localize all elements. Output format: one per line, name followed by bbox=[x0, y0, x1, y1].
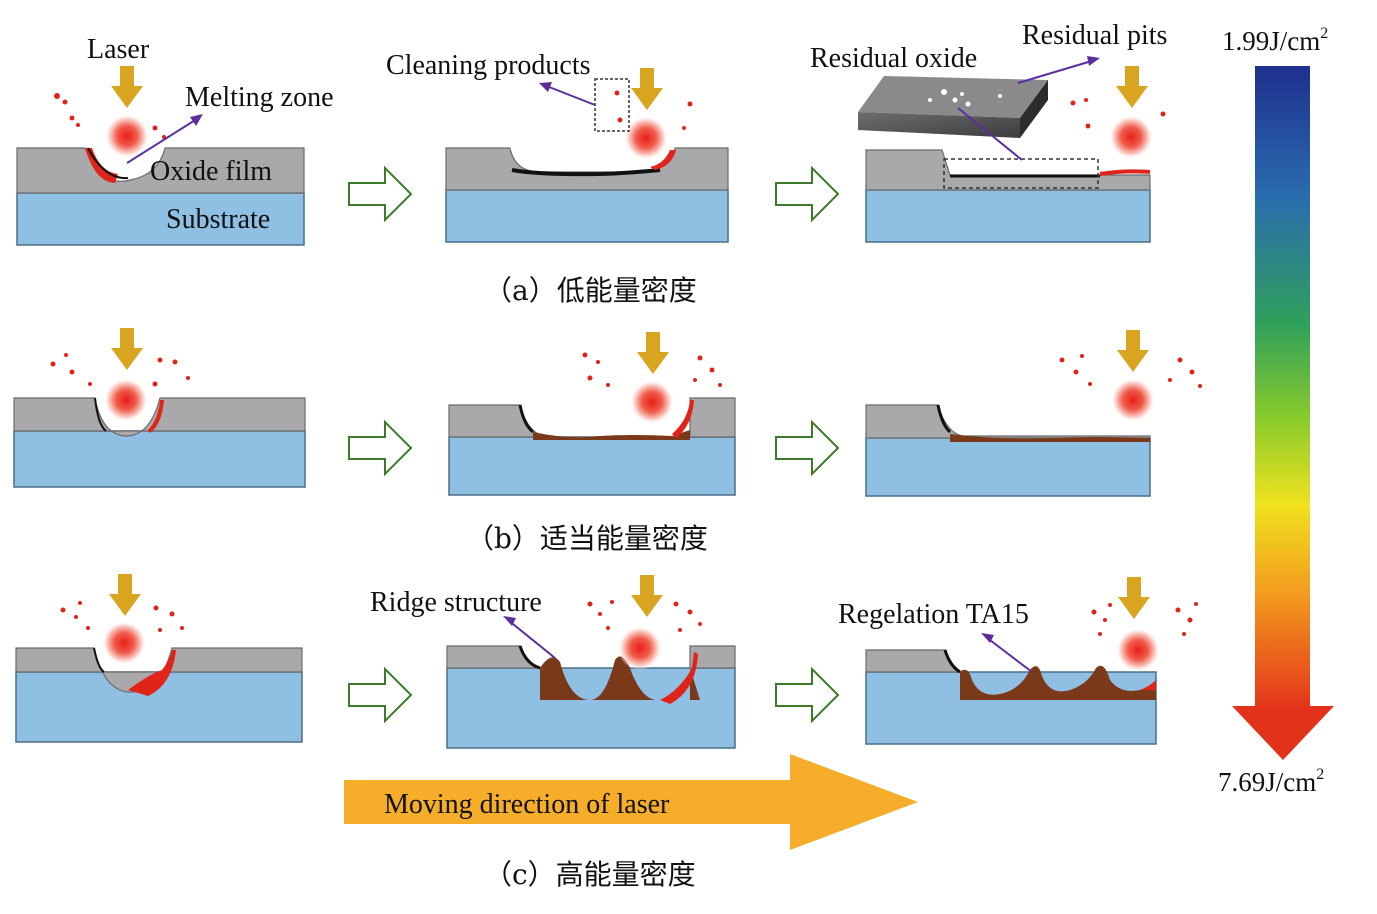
panel-b3 bbox=[865, 330, 1202, 497]
step-arrow-icon bbox=[348, 419, 413, 477]
label-laser: Laser bbox=[87, 34, 150, 65]
panel-b1 bbox=[13, 328, 306, 488]
laser-arrow-icon bbox=[631, 575, 663, 617]
caption-b: （b）适当能量密度 bbox=[466, 522, 708, 555]
panel-b2 bbox=[448, 332, 736, 496]
label-residual-oxide: Residual oxide bbox=[810, 43, 977, 74]
caption-c: （c）高能量密度 bbox=[484, 858, 696, 891]
pointer-melting bbox=[126, 116, 201, 164]
laser-arrow-icon bbox=[1116, 66, 1148, 108]
label-ridge-structure: Ridge structure bbox=[370, 587, 542, 618]
energy-density-scale: 1.99J/cm2 7.69J/cm2 bbox=[1218, 25, 1334, 797]
label-oxide-film: Oxide film bbox=[150, 156, 272, 187]
laser-arrow-icon bbox=[1118, 577, 1150, 619]
step-arrow-icon bbox=[775, 419, 840, 477]
label-regelation: Regelation TA15 bbox=[838, 599, 1029, 630]
laser-arrow-icon bbox=[109, 574, 141, 616]
laser-arrow-icon bbox=[637, 332, 669, 374]
laser-spot bbox=[105, 114, 149, 158]
spatter-particles bbox=[54, 93, 166, 139]
step-arrow-icon bbox=[775, 165, 840, 223]
laser-arrow-icon bbox=[631, 68, 663, 110]
panel-c3: Regelation TA15 bbox=[838, 577, 1198, 745]
scale-bottom-label: 7.69J/cm2 bbox=[1218, 766, 1324, 797]
panel-a1: Laser Melting zone Oxide film Substrate bbox=[16, 34, 334, 246]
step-arrow-icon bbox=[775, 666, 840, 724]
step-arrow-icon bbox=[348, 666, 413, 724]
label-moving-direction: Moving direction of laser bbox=[384, 789, 670, 820]
cleaning-box bbox=[594, 78, 630, 132]
caption-a: （a）低能量密度 bbox=[484, 274, 697, 307]
scale-bar bbox=[1255, 66, 1310, 711]
moving-direction-arrow: Moving direction of laser bbox=[344, 754, 918, 850]
laser-arrow-icon bbox=[1117, 330, 1149, 372]
label-melting-zone: Melting zone bbox=[185, 82, 334, 113]
substrate-layer bbox=[16, 192, 305, 246]
laser-arrow-icon bbox=[111, 328, 143, 370]
scale-top-label: 1.99J/cm2 bbox=[1222, 25, 1328, 56]
residual-oxide-slab bbox=[858, 76, 1048, 138]
step-arrow-icon bbox=[348, 165, 413, 223]
panel-a3: Residual oxide Residual pits bbox=[810, 20, 1167, 243]
label-substrate: Substrate bbox=[166, 204, 270, 235]
panel-c1 bbox=[15, 574, 303, 743]
panel-a2: Cleaning products bbox=[386, 50, 729, 243]
label-cleaning-products: Cleaning products bbox=[386, 50, 591, 81]
panel-c2: Ridge structure bbox=[370, 575, 736, 749]
scale-arrowhead bbox=[1232, 706, 1334, 760]
label-residual-pits: Residual pits bbox=[1022, 20, 1167, 51]
laser-arrow-icon bbox=[111, 66, 143, 108]
